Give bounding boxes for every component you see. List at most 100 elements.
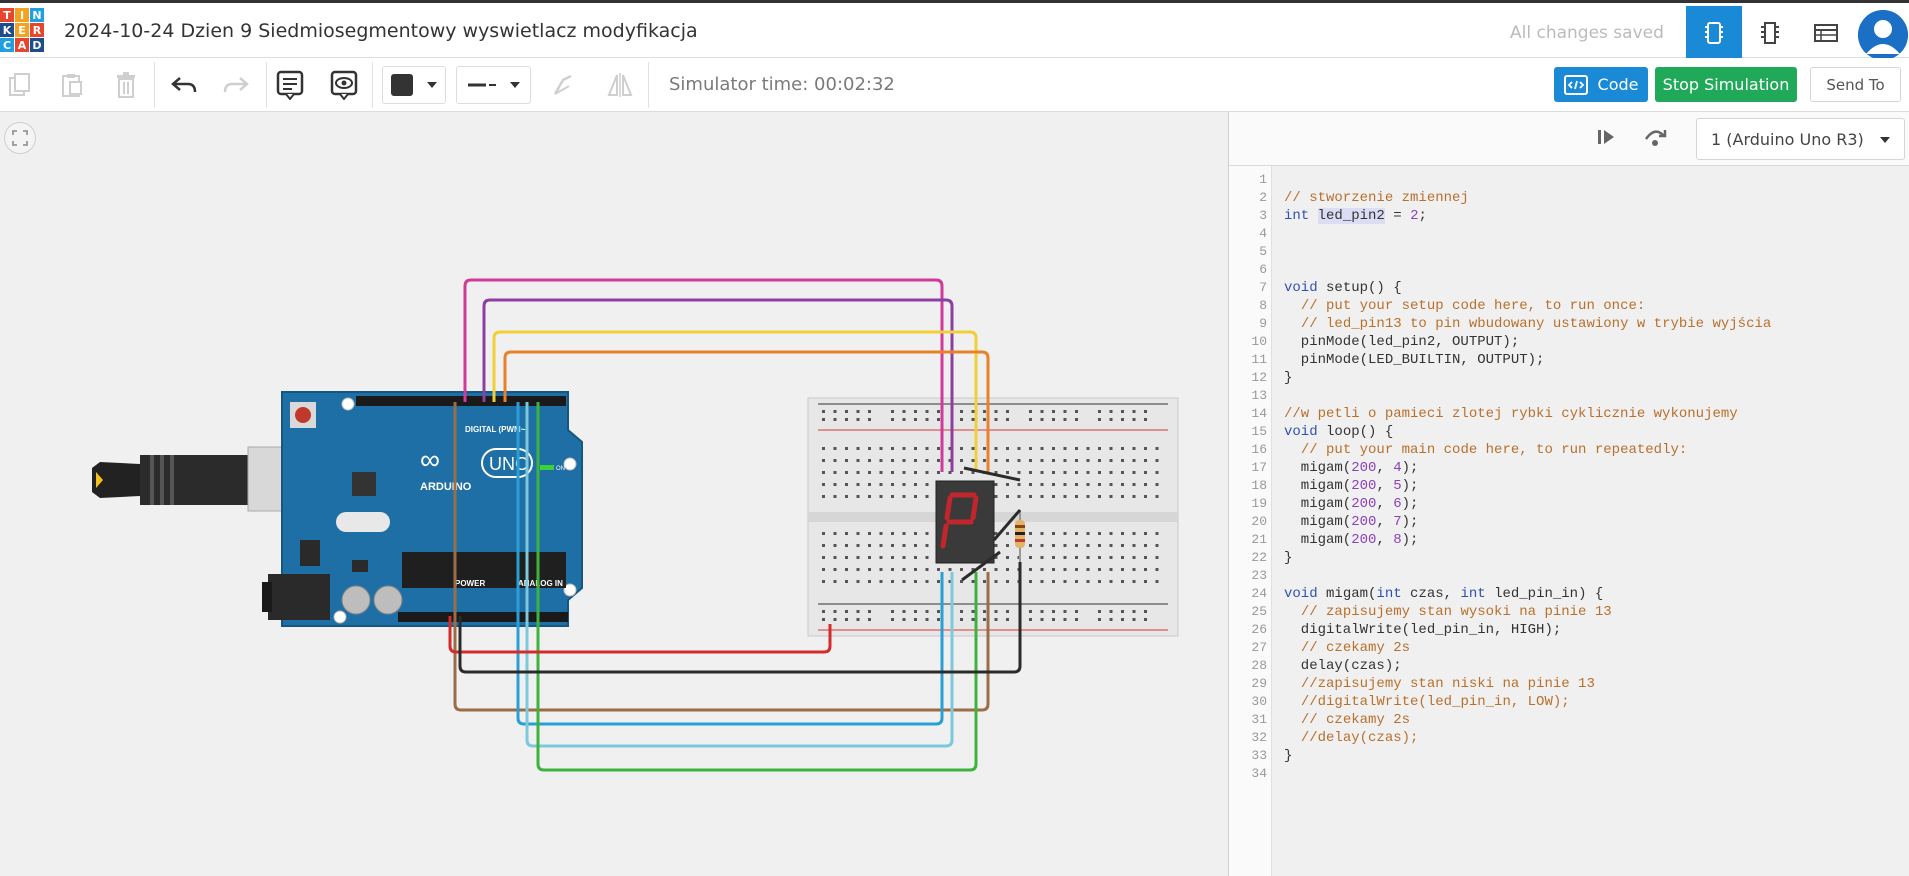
fit-view-button[interactable]: [4, 122, 36, 154]
paste-button[interactable]: [56, 66, 88, 104]
code-line[interactable]: 3 int led_pin2 = 2;: [1229, 207, 1909, 225]
notes-visibility-button[interactable]: [328, 66, 360, 104]
line-number: 22: [1251, 550, 1267, 565]
line-number: 3: [1259, 208, 1267, 223]
logo-tile: D: [30, 38, 44, 52]
circuit-view-button[interactable]: [1686, 6, 1742, 60]
user-avatar-icon[interactable]: [1858, 10, 1908, 60]
code-text: // led_pin13 to pin wbudowany ustawiony …: [1300, 316, 1772, 332]
chevron-down-icon: [1880, 137, 1890, 143]
chevron-down-icon: [509, 82, 520, 88]
color-picker[interactable]: [382, 66, 446, 104]
code-text: //w petli o pamieci zlotej rybki cyklicz…: [1284, 406, 1738, 422]
board-label-analog-in: ANALOG IN: [518, 579, 563, 588]
copy-icon: [9, 73, 30, 96]
rotate-icon: [553, 74, 572, 95]
code-line[interactable]: 18 migam(200, 5);: [1229, 477, 1909, 495]
code-line[interactable]: 2// stworzenie zmiennej: [1229, 189, 1909, 207]
code-line[interactable]: 20 migam(200, 7);: [1229, 513, 1909, 531]
code-line[interactable]: 19 migam(200, 6);: [1229, 495, 1909, 513]
code-button[interactable]: Code: [1554, 67, 1648, 102]
code-line[interactable]: 32 //delay(czas);: [1229, 729, 1909, 747]
code-text: migam(200, 5);: [1284, 478, 1419, 494]
code-line[interactable]: 8 // put your setup code here, to run on…: [1229, 297, 1909, 315]
device-select[interactable]: 1 (Arduino Uno R3): [1696, 118, 1905, 160]
line-number: 6: [1259, 262, 1267, 277]
stop-simulation-button[interactable]: Stop Simulation: [1655, 67, 1797, 102]
toolbar-divider: [372, 62, 373, 108]
code-text: //delay(czas);: [1300, 730, 1419, 746]
board-label-digital: DIGITAL (PWM~): [465, 425, 528, 434]
code-line[interactable]: 5: [1229, 243, 1909, 261]
code-line[interactable]: 16 // put your main code here, to run re…: [1229, 441, 1909, 459]
board-label-on: ON: [556, 466, 565, 472]
step-over-icon: [1644, 130, 1667, 146]
code-text: // put your setup code here, to run once…: [1300, 298, 1646, 314]
schematic-view-button[interactable]: [1742, 6, 1798, 60]
code-line[interactable]: 10 pinMode(led_pin2, OUTPUT);: [1229, 333, 1909, 351]
line-number: 4: [1259, 226, 1267, 241]
code-text: //zapisujemy stan niski na pinie 13: [1300, 676, 1595, 692]
delete-button[interactable]: [110, 66, 142, 104]
code-text: // czekamy 2s: [1300, 640, 1411, 656]
code-text: int led_pin2 = 2;: [1284, 208, 1427, 224]
code-line[interactable]: 17 migam(200, 4);: [1229, 459, 1909, 477]
arduino-uno-board[interactable]: ∞ ARDUINO UNO DIGITAL (PWM~) POWER ANALO…: [262, 391, 583, 627]
line-number: 5: [1259, 244, 1267, 259]
code-text: void migam(int czas, int led_pin_in) {: [1284, 586, 1604, 602]
code-text: digitalWrite(led_pin_in, HIGH);: [1284, 622, 1562, 638]
code-line[interactable]: 6: [1229, 261, 1909, 279]
code-line[interactable]: 29 //zapisujemy stan niski na pinie 13: [1229, 675, 1909, 693]
code-line[interactable]: 12}: [1229, 369, 1909, 387]
code-line[interactable]: 13: [1229, 387, 1909, 405]
code-line[interactable]: 1: [1229, 171, 1909, 189]
code-line[interactable]: 34: [1229, 765, 1909, 783]
code-text: delay(czas);: [1284, 658, 1402, 674]
code-line[interactable]: 9 // led_pin13 to pin wbudowany ustawion…: [1229, 315, 1909, 333]
code-line[interactable]: 27 // czekamy 2s: [1229, 639, 1909, 657]
step-button[interactable]: [1595, 126, 1617, 153]
rotate-button[interactable]: [548, 66, 580, 104]
code-line[interactable]: 11 pinMode(LED_BUILTIN, OUTPUT);: [1229, 351, 1909, 369]
wires[interactable]: [448, 278, 1022, 772]
circuit-canvas[interactable]: ∞ ARDUINO UNO DIGITAL (PWM~) POWER ANALO…: [0, 112, 1228, 876]
code-line[interactable]: 21 migam(200, 8);: [1229, 531, 1909, 549]
project-title[interactable]: 2024-10-24 Dzien 9 Siedmiosegmentowy wys…: [64, 20, 698, 42]
circuit-view-icon: [1705, 22, 1723, 44]
redo-button[interactable]: [218, 66, 254, 104]
step-play-icon: [1598, 130, 1614, 144]
flip-button[interactable]: [604, 66, 636, 104]
code-line[interactable]: 33}: [1229, 747, 1909, 765]
line-number: 28: [1251, 658, 1267, 673]
resistor[interactable]: [1015, 510, 1025, 562]
line-style-picker[interactable]: [456, 66, 531, 104]
code-line[interactable]: 28 delay(czas);: [1229, 657, 1909, 675]
line-number: 17: [1251, 460, 1267, 475]
code-line[interactable]: 23: [1229, 567, 1909, 585]
copy-button[interactable]: [4, 66, 36, 104]
code-text: migam(200, 4);: [1284, 460, 1419, 476]
redo-icon: [223, 77, 249, 93]
code-line[interactable]: 25 // zapisujemy stan wysoki na pinie 13: [1229, 603, 1909, 621]
code-line[interactable]: 31 // czekamy 2s: [1229, 711, 1909, 729]
code-line[interactable]: 30 //digitalWrite(led_pin_in, LOW);: [1229, 693, 1909, 711]
notes-button[interactable]: [274, 66, 306, 104]
undo-icon: [171, 77, 197, 93]
code-line[interactable]: 4: [1229, 225, 1909, 243]
code-line[interactable]: 14//w petli o pamieci zlotej rybki cykli…: [1229, 405, 1909, 423]
code-text: pinMode(led_pin2, OUTPUT);: [1284, 334, 1520, 350]
step-over-button[interactable]: [1643, 126, 1667, 153]
undo-button[interactable]: [166, 66, 202, 104]
seven-segment-display[interactable]: [935, 480, 995, 564]
code-line[interactable]: 22}: [1229, 549, 1909, 567]
code-line[interactable]: 26 digitalWrite(led_pin_in, HIGH);: [1229, 621, 1909, 639]
component-list-button[interactable]: [1798, 6, 1854, 60]
board-label-uno: UNO: [489, 454, 529, 474]
send-to-button[interactable]: Send To: [1810, 67, 1901, 102]
